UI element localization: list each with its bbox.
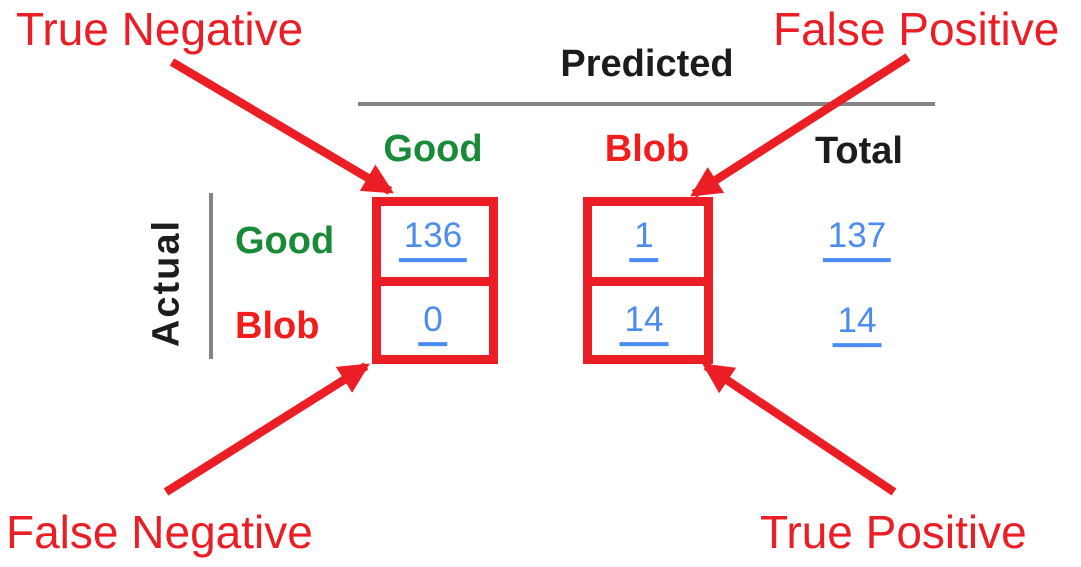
row-header-good: Good — [235, 220, 335, 262]
column-header-good: Good — [383, 128, 483, 170]
cell-actual-good-predicted-blob[interactable]: 1 — [629, 217, 659, 262]
actual-axis-title: Actual — [145, 218, 188, 348]
cell-actual-blob-total[interactable]: 14 — [832, 302, 882, 347]
label-true-positive: True Positive — [760, 506, 1027, 558]
label-true-negative: True Negative — [16, 3, 304, 55]
highlight-box-predicted-blob-divider — [583, 277, 713, 286]
cell-actual-blob-predicted-good[interactable]: 0 — [418, 301, 448, 346]
label-false-negative: False Negative — [6, 506, 313, 558]
row-header-blob: Blob — [235, 305, 320, 347]
cell-actual-good-total[interactable]: 137 — [822, 217, 892, 262]
predicted-axis-rule — [358, 102, 935, 106]
predicted-axis-title: Predicted — [560, 43, 734, 85]
true-positive-arrow — [702, 362, 897, 496]
false-negative-arrow — [163, 362, 370, 496]
cell-actual-blob-predicted-blob[interactable]: 14 — [619, 301, 669, 346]
true-negative-arrow — [169, 58, 394, 195]
label-false-positive: False Positive — [773, 3, 1060, 55]
cell-actual-good-predicted-good[interactable]: 136 — [398, 217, 468, 262]
column-header-blob: Blob — [604, 128, 690, 170]
highlight-box-predicted-good-divider — [372, 277, 498, 286]
actual-axis-rule — [209, 193, 213, 359]
column-header-total: Total — [815, 130, 903, 172]
